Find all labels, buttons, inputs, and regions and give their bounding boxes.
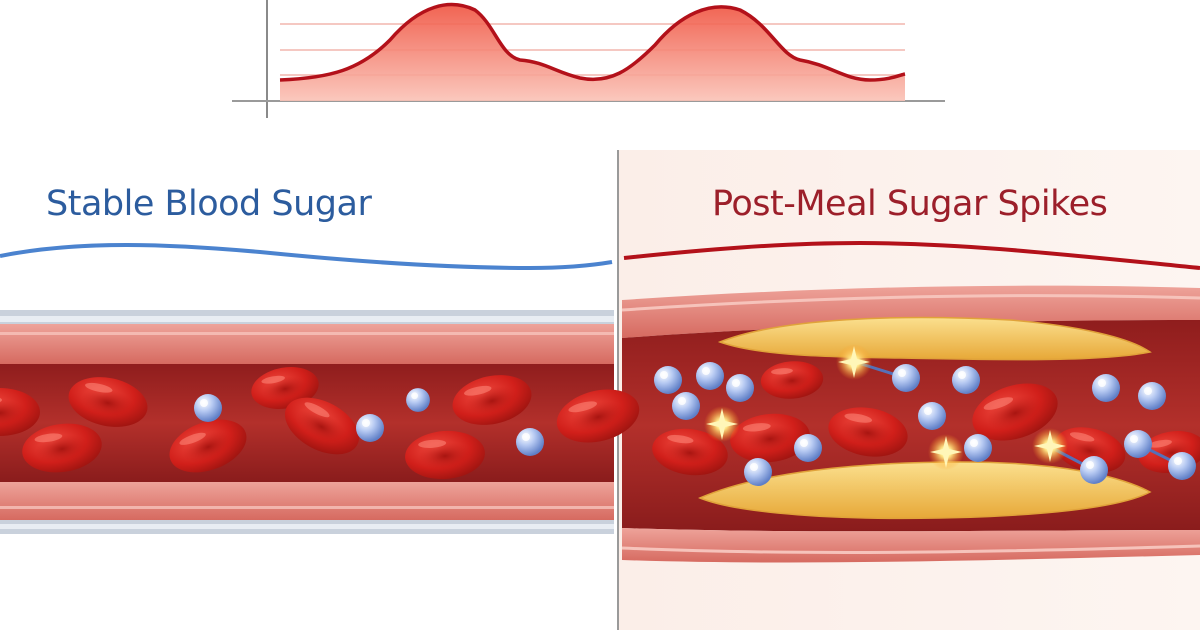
glucose-molecule-icon [1138, 382, 1166, 410]
glucose-molecule-icon [964, 434, 992, 462]
glucose-molecule-icon [1124, 430, 1152, 458]
glucose-molecule-icon [696, 362, 724, 390]
spike-area [280, 4, 905, 102]
glucose-molecule-icon [726, 374, 754, 402]
spike-sugar-line [623, 240, 1200, 270]
glucose-molecule-icon [672, 392, 700, 420]
spike-line [279, 2, 906, 82]
spark-icon [928, 434, 964, 470]
glucose-molecule-icon [1092, 374, 1120, 402]
spark-icon [704, 406, 740, 442]
glucose-molecule-icon [1168, 452, 1196, 480]
spark-icon [1032, 428, 1068, 464]
glucose-molecule-icon [892, 364, 920, 392]
glucose-molecule-icon [952, 366, 980, 394]
spark-icon [836, 344, 872, 380]
right-blood-cells [649, 344, 1200, 486]
glucose-molecule-icon [194, 394, 222, 422]
glucose-molecule-icon [654, 366, 682, 394]
glucose-molecule-icon [794, 434, 822, 462]
glucose-molecule-icon [1080, 456, 1108, 484]
glucose-molecule-icon [356, 414, 384, 442]
glucose-molecule-icon [406, 388, 430, 412]
stable-blood-sugar-title: Stable Blood Sugar [46, 184, 372, 224]
post-meal-spikes-title: Post-Meal Sugar Spikes [712, 184, 1108, 224]
stable-sugar-line [0, 243, 613, 271]
glucose-spike-chart [232, 0, 945, 118]
glucose-molecule-icon [744, 458, 772, 486]
plaque-icon [698, 461, 1152, 520]
glucose-molecule-icon [918, 402, 946, 430]
glucose-molecule-icon [516, 428, 544, 456]
